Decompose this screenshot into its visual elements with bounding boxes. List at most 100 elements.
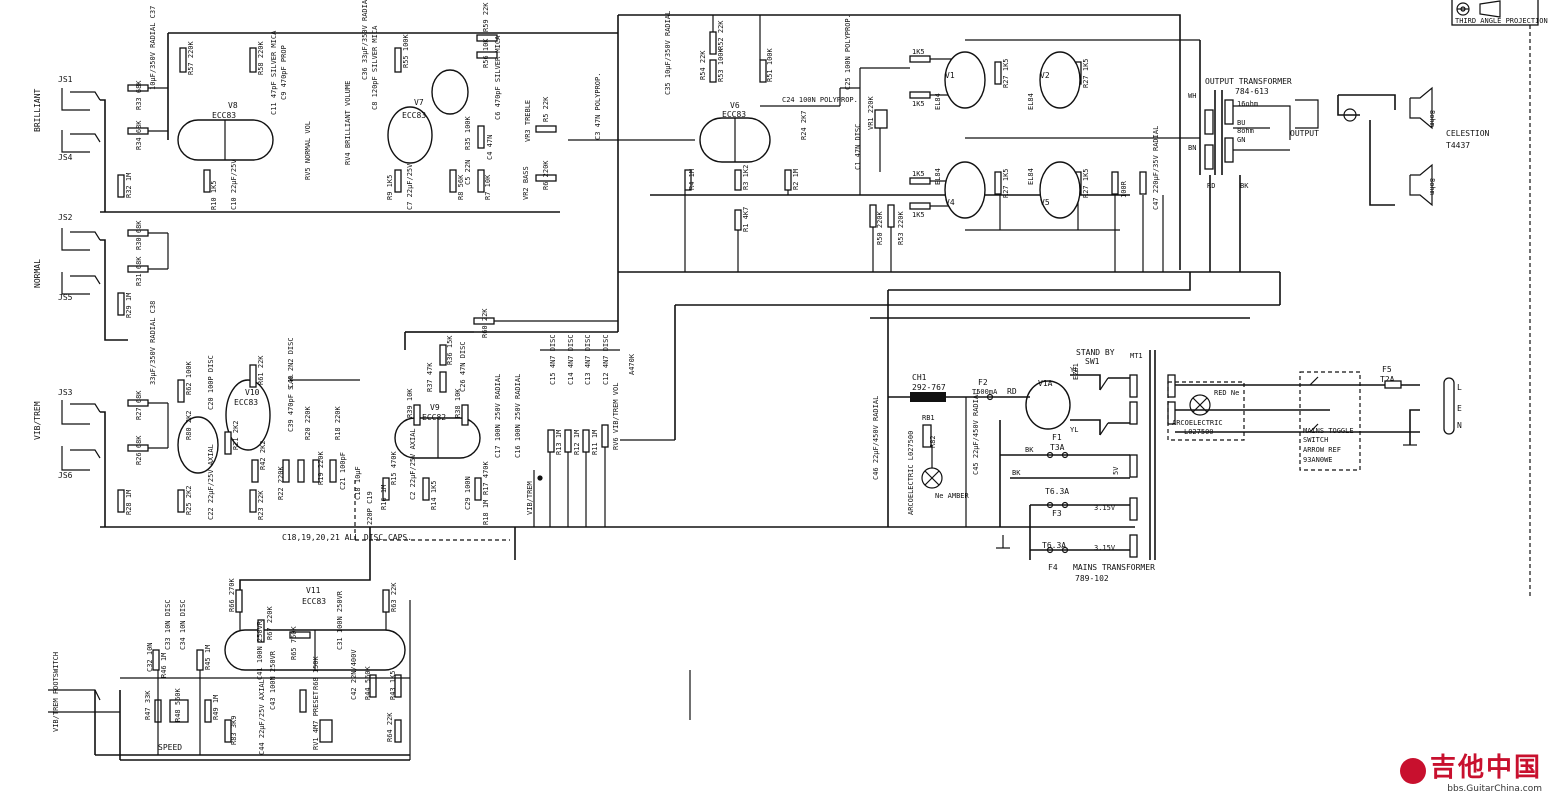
components_bottom-13-text-label: C22 22µF/25V AXIAL <box>207 444 215 520</box>
components_bottom-0-text-label: R27 68K <box>135 390 143 420</box>
components_bottom-22-text-label: 220P C19 <box>366 491 374 525</box>
tube-v8: V8 ECC83 <box>177 101 274 161</box>
components_top-16-text-label: C36 33µF/350V RADIAL <box>361 0 369 80</box>
tube-v10: V10 ECC83 <box>177 379 271 474</box>
labels-vib_trem_footswitch-label: VIB/TREM FOOTSWITCH <box>52 652 60 732</box>
power-toggle3-label: ARROW REF <box>1303 446 1341 454</box>
components_osc-22-text-label: RV1 4M7 PRESET <box>312 690 320 750</box>
power-ch1_part-label: 292-767 <box>912 383 946 392</box>
components_top-12-text-label: RV4 BRILLIANT VOLUME <box>344 81 352 165</box>
components_bottom-31-text-label: C29 100N <box>464 476 472 510</box>
components_osc-6-text-label: R46 1M <box>160 653 168 678</box>
power-ch1-label: CH1 <box>912 373 927 382</box>
components_osc-14-text-label: C43 100N 250VR <box>269 650 277 710</box>
power-f5_rating-label: T2A <box>1380 375 1395 384</box>
tube-v2: V2 EL84 <box>1027 51 1081 110</box>
components_bottom-32-text-label: R17 470K <box>482 460 490 495</box>
power-rd-label: RD <box>1007 387 1017 396</box>
components_osc-4-text-label: C32 10N <box>146 642 154 672</box>
output-transformer-label: OUTPUT TRANSFORMER <box>1205 77 1292 86</box>
input-jacks: BRILLIANT NORMAL VIB/TREM JS1 JS4 JS2 JS… <box>33 75 691 720</box>
components_top-48-text-label: R53 220K <box>897 210 905 245</box>
tubes-v7-label: V7 <box>414 98 424 107</box>
components_top-28-text-label: VR3 TREBLE <box>524 100 532 142</box>
power-red_ne-label: RED Ne <box>1214 389 1239 397</box>
components_top-40-text-label: R3 1K2 <box>742 165 750 190</box>
js2-label: JS2 <box>58 213 73 222</box>
components_bottom-20-text-label: R15 470K <box>390 450 398 485</box>
power-arcoelectric2-label: ARCOELECTRIC <box>1172 419 1223 427</box>
components_osc-10-text-label: C31 100N 250VR <box>336 590 344 650</box>
components_top-1-text-label: R34 68K <box>135 120 143 150</box>
components_bottom-44-text-label: RV6 VIB/TREM VOL <box>612 383 620 450</box>
components_top-17-text-label: R55 100K <box>402 33 410 68</box>
tube-v7: V7 ECC83 <box>387 69 469 164</box>
component-labels-top: R33 68K R34 68K R32 1M R30 68K R31 68K R… <box>125 0 1160 318</box>
output-speaker_part-label: T4437 <box>1446 141 1470 150</box>
output-bu-label: BU <box>1237 119 1245 127</box>
components_bottom-3-text-label: 33µF/350V RADIAL C38 <box>149 301 157 385</box>
components_osc-7-text-label: R67 220K <box>266 605 274 640</box>
components_top-7-text-label: R58 220K <box>257 40 265 75</box>
power-supply: CH1 292-767 C46 22µF/450V RADIAL C45 22µ… <box>872 272 1462 583</box>
components_osc-17-text-label: R44 560K <box>364 665 372 700</box>
power-f5-label: F5 <box>1382 365 1392 374</box>
components_top-26-text-label: C4 47N <box>486 135 494 160</box>
components_bottom-47-text-label: A470K <box>628 353 636 375</box>
components_top-14-text-label: C10 22µF/25V AXIAL <box>230 134 238 210</box>
components_top-22-text-label: R56 10K <box>482 38 490 68</box>
watermark: 吉他中国 bbs.GuitarChina.com <box>1399 747 1542 794</box>
power-yl2-label: YL <box>1070 426 1078 434</box>
components_osc-23-text-label: SPEED <box>158 743 182 752</box>
power-sw1-label: SW1 <box>1085 357 1100 366</box>
js1-label: JS1 <box>58 75 73 84</box>
power-toggle4-label: 93AN0WE <box>1303 456 1333 464</box>
components_bottom-30-text-label: R38 10K <box>454 388 462 418</box>
components_bottom-29-text-label: R39 10K <box>406 388 414 418</box>
oscillator-components <box>120 589 411 760</box>
components_top-39-text-label: R4 1M <box>688 169 696 190</box>
tubes-el84-label: EL84 <box>1027 93 1035 110</box>
components_top-52-text-label: 1K5 <box>912 211 925 219</box>
components_bottom-2-text-label: R28 1M <box>125 490 133 515</box>
components_bottom-40-text-label: C12 4N7 DISC <box>602 334 610 385</box>
components_bottom-27-text-label: R37 47K <box>426 362 434 392</box>
components_top-34-text-label: R52 22K <box>717 20 725 50</box>
power-v3_15a-label: 3.15V <box>1094 504 1116 512</box>
components_bottom-14-text-label: R23 22K <box>257 490 265 520</box>
components_bottom-34-text-label: C17 100N 250V RADIAL <box>494 374 502 458</box>
guitar-logo-icon <box>1399 758 1426 784</box>
components_osc-1-text-label: R63 22K <box>390 582 398 612</box>
components_osc-0-text-label: R66 270K <box>228 577 236 612</box>
tubes-ecc83-label: ECC83 <box>234 398 258 407</box>
output-ohm16-label: 16ohm <box>1237 100 1258 108</box>
components_top-24-text-label: R35 100K <box>464 115 472 150</box>
components_top-11-text-label: RV5 NORMAL VOL <box>304 121 312 180</box>
bus-wires <box>94 14 1281 761</box>
output-jack-label: OUTPUT <box>1290 129 1319 138</box>
output-sp1-label: 8ohm <box>1428 110 1436 127</box>
component-labels-bottom: R27 68K R26 68K R28 1M 33µF/350V RADIAL … <box>125 301 636 542</box>
components_bottom-39-text-label: C13 4N7 DISC <box>584 334 592 385</box>
components_bottom-35-text-label: C16 100N 250V RADIAL <box>514 374 522 458</box>
components_top-47-text-label: R50 220K <box>876 210 884 245</box>
power-arcoelectric-label: ARCOELECTRIC L027500 <box>907 431 915 515</box>
power-mt1-label: MT1 <box>1130 352 1143 360</box>
components_bottom-37-text-label: C15 4N7 DISC <box>549 334 557 385</box>
output-transformer_part-label: 784-613 <box>1235 87 1269 96</box>
components_bottom-33-text-label: R18 1M <box>482 500 490 525</box>
components_bottom-24-text-label: C18 10µF <box>354 466 362 500</box>
components_bottom-36-text-label: R60 22K <box>481 308 489 338</box>
power-f4-label: F4 <box>1048 563 1058 572</box>
power-ez81-label: EZ81 <box>1072 363 1080 380</box>
tremolo-components <box>117 317 675 527</box>
components_top-20-text-label: R8 56K <box>457 174 465 200</box>
projection-label: THIRD ANGLE PROJECTION <box>1455 17 1548 25</box>
components_bottom-9-text-label: R21 2K2 <box>232 420 240 450</box>
preamp-components <box>117 15 1200 316</box>
components_top-33-text-label: C35 10µF/350V RADIAL <box>664 11 672 95</box>
normal-label: NORMAL <box>33 259 42 288</box>
power-r82-label: R82 <box>929 435 937 448</box>
components_osc-9-text-label: R65 750K <box>290 625 298 660</box>
